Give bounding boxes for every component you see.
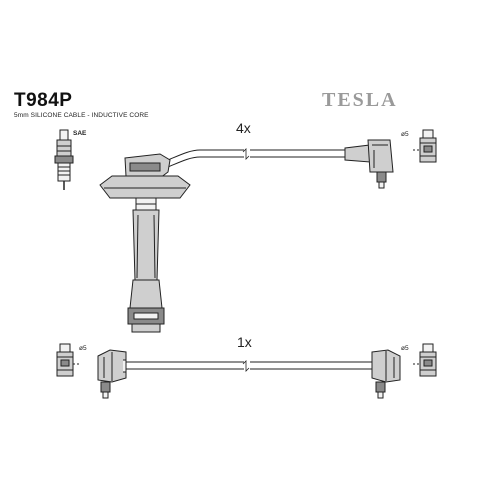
angled-boot-top-right-icon (344, 139, 394, 189)
diameter-label-top-right: ø5 (401, 131, 409, 138)
brand-logo: TESLA (322, 89, 398, 111)
diameter-label-bottom-right: ø5 (401, 345, 409, 352)
angled-boot-bottom-right-icon (371, 349, 401, 399)
top-cable (167, 148, 345, 168)
terminal-bottom-left-icon (56, 343, 80, 377)
terminal-top-right-icon (413, 129, 437, 163)
sae-label: SAE (73, 130, 87, 137)
cable-description: 5mm SILICONE CABLE - INDUCTIVE CORE (14, 112, 149, 119)
spark-plug-icon (54, 129, 74, 190)
part-number: T984P (14, 90, 73, 111)
bottom-cable-quantity: 1x (237, 334, 252, 350)
angled-boot-bottom-left-icon (97, 349, 127, 399)
diameter-label-bottom-left: ø5 (79, 345, 87, 352)
coil-boot-icon (99, 153, 191, 333)
top-cable-quantity: 4x (236, 120, 251, 136)
bottom-cable (123, 360, 372, 372)
terminal-bottom-right-icon (413, 343, 437, 377)
